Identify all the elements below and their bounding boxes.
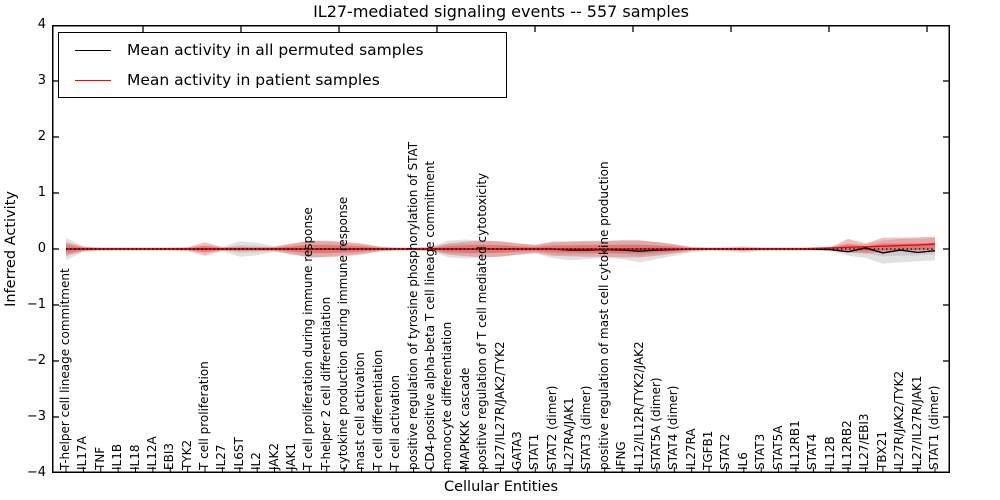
x-tick-label: STAT5A bbox=[770, 425, 785, 470]
x-tick-label: IL6 bbox=[735, 452, 750, 470]
patient_band bbox=[66, 242, 935, 254]
x-tick-label: T cell activation bbox=[388, 374, 403, 470]
chart-title: IL27-mediated signaling events -- 557 sa… bbox=[313, 2, 689, 21]
y-tick-label: 3 bbox=[37, 73, 46, 88]
x-tick-label: IL27RA bbox=[683, 428, 698, 470]
y-tick-label: 4 bbox=[37, 17, 46, 32]
x-tick-label: T cell proliferation bbox=[197, 361, 212, 470]
y-tick-label: −4 bbox=[26, 465, 46, 480]
black-line-swatch bbox=[75, 49, 111, 51]
x-tick-label: monocyte differentiation bbox=[440, 321, 455, 470]
y-tick-label: −1 bbox=[26, 297, 46, 312]
x-tick-label: cytokine production during immune respon… bbox=[336, 196, 351, 470]
red-line-swatch bbox=[75, 79, 111, 81]
y-tick-label: −2 bbox=[26, 353, 46, 368]
x-tick-label: IL1B bbox=[110, 443, 125, 470]
x-tick-label: positive regulation of tyrosine phosphor… bbox=[405, 141, 420, 470]
x-tick-label: T cell proliferation during immune respo… bbox=[301, 207, 316, 470]
x-tick-label: CD4-positive alpha-beta T cell lineage c… bbox=[422, 160, 437, 470]
x-tick-label: IL27/IL27R/JAK2/TYK2 bbox=[492, 341, 507, 470]
x-tick-label: T-helper cell lineage commitment bbox=[58, 268, 72, 470]
y-tick-label: 0 bbox=[37, 241, 46, 256]
x-tick-label: IL12B bbox=[822, 436, 837, 470]
x-tick-label: IL17A bbox=[75, 436, 90, 470]
x-tick-label: IL2 bbox=[249, 452, 264, 470]
x-tick-label: JAK1 bbox=[283, 442, 298, 470]
y-tick-label: 1 bbox=[37, 185, 46, 200]
x-tick-label: GATA3 bbox=[509, 431, 524, 470]
x-tick-label: IFNG bbox=[614, 441, 629, 470]
permuted_band bbox=[66, 243, 935, 257]
x-tick-label: TGFB1 bbox=[701, 430, 716, 470]
x-tick-label: EBI3 bbox=[162, 443, 177, 470]
x-axis-title: Cellular Entities bbox=[443, 479, 559, 495]
x-tick-label: JAK2 bbox=[266, 442, 281, 470]
x-tick-label: IL27/IL27R/JAK1 bbox=[909, 375, 924, 470]
plot-canvas bbox=[52, 25, 950, 473]
x-tick-label: STAT4 bbox=[805, 433, 820, 470]
x-tick-label: IL12RB1 bbox=[787, 420, 802, 470]
x-tick-label: TNF bbox=[92, 446, 107, 470]
x-tick-label: IL12A bbox=[144, 436, 159, 470]
legend-entry-patient: Mean activity in patient samples bbox=[59, 65, 506, 95]
legend-box: Mean activity in all permuted samples Me… bbox=[58, 32, 507, 98]
x-tick-label: STAT3 bbox=[753, 433, 768, 470]
x-tick-label: IL18 bbox=[127, 444, 142, 471]
legend-label: Mean activity in patient samples bbox=[127, 71, 380, 89]
x-tick-label: positive regulation of T cell mediated c… bbox=[475, 172, 490, 470]
x-tick-label: STAT4 (dimer) bbox=[666, 385, 681, 470]
x-tick-label: T-helper 2 cell differentiation bbox=[318, 296, 333, 470]
legend-label: Mean activity in all permuted samples bbox=[127, 41, 424, 59]
x-tick-label: IL12/IL12R/TYK2/JAK2 bbox=[631, 341, 646, 470]
permuted_band bbox=[66, 237, 935, 264]
x-tick-label: MAPKKK cascade bbox=[457, 367, 472, 470]
x-tick-label: STAT3 (dimer) bbox=[579, 385, 594, 470]
x-tick-label: STAT2 bbox=[718, 433, 733, 470]
x-tick-label: mast cell activation bbox=[353, 352, 368, 470]
x-tick-label: IL27R/JAK2/TYK2 bbox=[892, 370, 907, 470]
x-tick-label: STAT2 (dimer) bbox=[544, 385, 559, 470]
x-tick-label: IL27 bbox=[214, 444, 229, 471]
x-tick-label: IL12RB2 bbox=[840, 420, 855, 470]
x-tick-label: T cell differentiation bbox=[370, 349, 385, 470]
y-tick-label: 2 bbox=[37, 129, 46, 144]
y-tick-label: −3 bbox=[26, 409, 46, 424]
x-tick-label: STAT1 (dimer) bbox=[927, 385, 941, 470]
x-tick-label: positive regulation of mast cell cytokin… bbox=[596, 161, 611, 470]
legend-entry-permuted: Mean activity in all permuted samples bbox=[59, 35, 506, 65]
axes-spines bbox=[52, 25, 950, 473]
x-tick-label: IL6ST bbox=[231, 437, 246, 470]
patient_band bbox=[66, 236, 935, 258]
x-tick-label: STAT5A (dimer) bbox=[648, 377, 663, 470]
x-tick-label: IL27RA/JAK1 bbox=[562, 397, 577, 470]
x-tick-label: IL27/EBI3 bbox=[857, 413, 872, 470]
x-tick-label: TYK2 bbox=[179, 439, 194, 470]
x-tick-label: TBX21 bbox=[874, 430, 889, 470]
x-tick-label: STAT1 bbox=[527, 433, 542, 470]
